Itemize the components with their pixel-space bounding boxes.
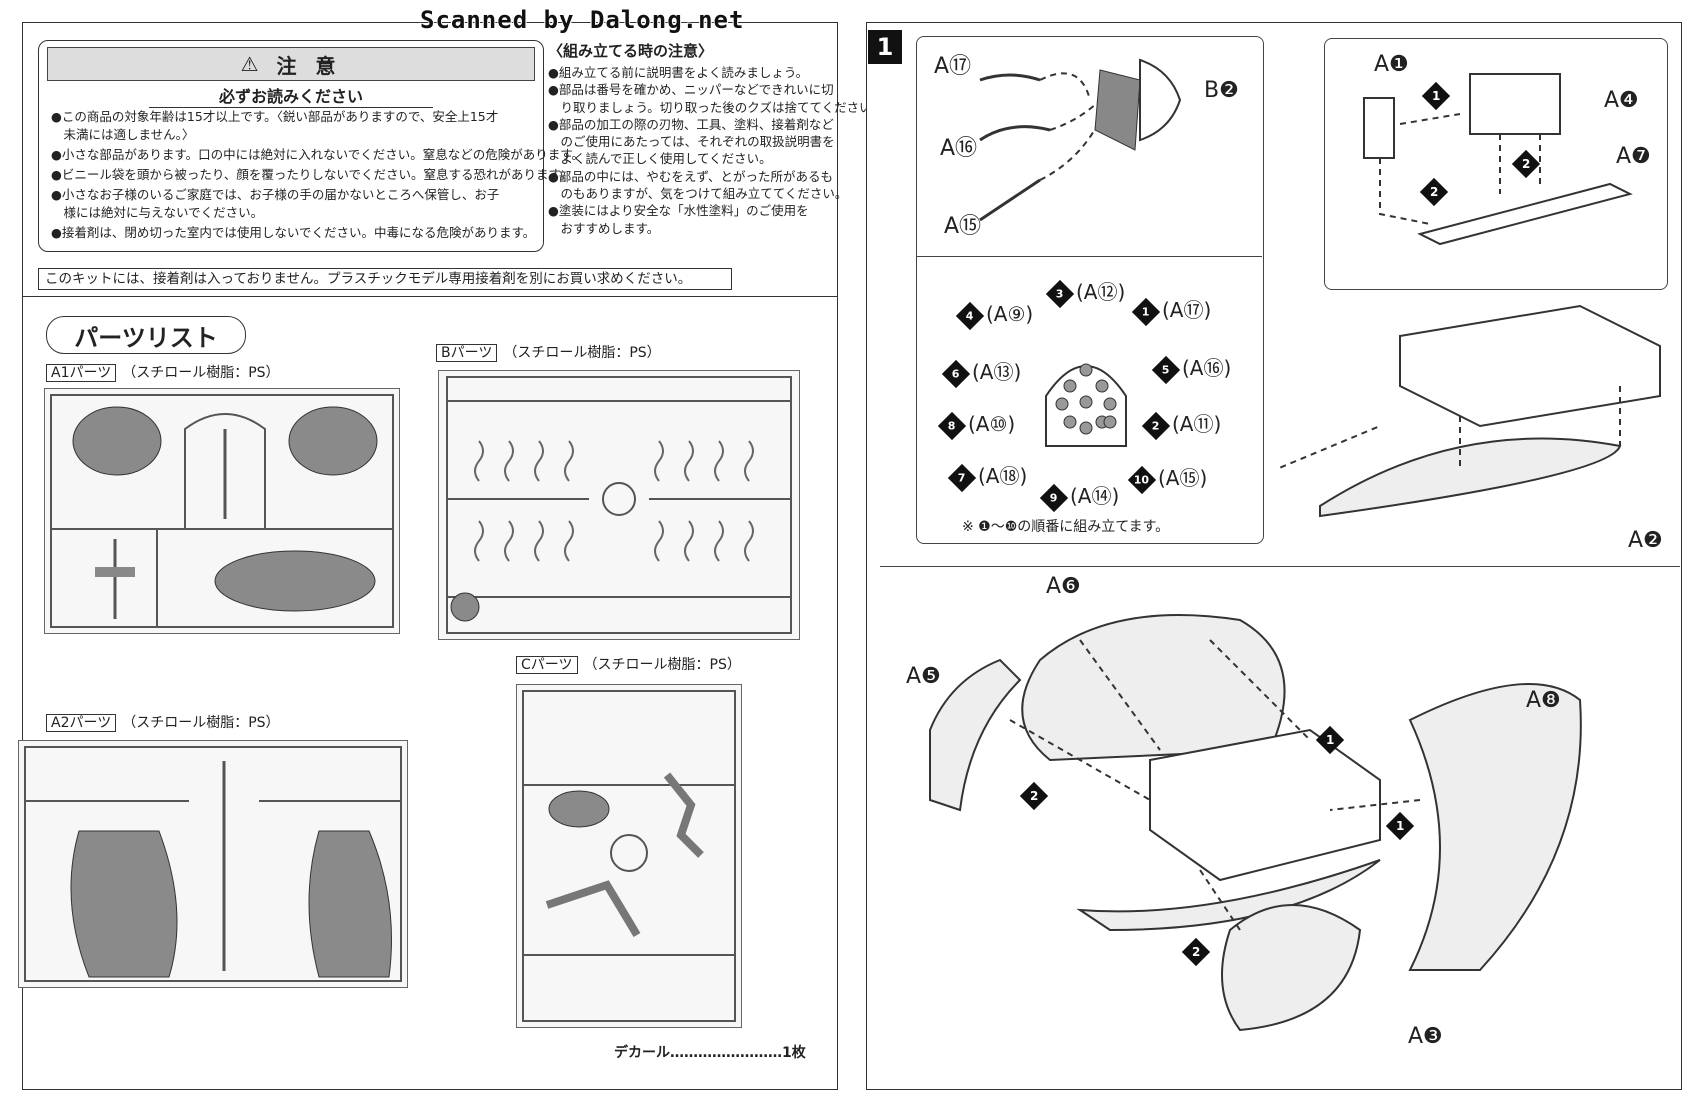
note-line: のもありますが、気をつけて組み立ててください。 bbox=[548, 186, 848, 202]
order-item: 10(A⑮) bbox=[1127, 462, 1207, 494]
section-divider bbox=[22, 296, 838, 297]
runner-a2-drawing bbox=[24, 746, 402, 982]
order-item: 9(A⑭) bbox=[1039, 480, 1119, 512]
runner-label-c: Cパーツ （スチロール樹脂：PS） bbox=[516, 654, 741, 674]
order-mark-icon: 7 bbox=[947, 463, 977, 492]
warning-line: ●小さなお子様のいるご家庭では、お子様の手の届かないところへ保管し、お子 bbox=[51, 187, 500, 202]
runner-a1-drawing bbox=[50, 394, 394, 628]
step-divider bbox=[880, 566, 1680, 567]
warning-triangle-icon: ⚠ bbox=[240, 52, 265, 76]
assembly-notes-title: 〈組み立てる時の注意〉 bbox=[548, 42, 714, 60]
order-item: 5(A⑯) bbox=[1151, 352, 1231, 384]
note-line: ●塗装にはより安全な「水性塗料」のご使用を bbox=[548, 203, 809, 219]
runner-a2 bbox=[18, 740, 408, 988]
order-item: 2(A⑪) bbox=[1141, 408, 1221, 440]
runner-label-a1: A1パーツ （スチロール樹脂：PS） bbox=[46, 362, 280, 382]
note-line: よく読んで正しく使用してください。 bbox=[548, 151, 772, 167]
label-a7: A❼ bbox=[1616, 144, 1651, 169]
order-item: 8(A⑩) bbox=[937, 411, 1015, 440]
label-a3: A❸ bbox=[1408, 1024, 1443, 1049]
warning-line: ●接着剤は、閉め切った室内では使用しないでください。中毒になる危険があります。 bbox=[51, 225, 536, 240]
order-item: 6(A⑬) bbox=[941, 356, 1021, 388]
order-mark-icon: 6 bbox=[941, 359, 971, 388]
label-b2: B❷ bbox=[1204, 78, 1239, 103]
note-line: のご使用にあたっては、それぞれの取扱説明書を bbox=[548, 134, 835, 150]
note-line: り取りましょう。切り取った後のクズは捨ててください。 bbox=[548, 99, 885, 115]
runner-material: （スチロール樹脂：PS） bbox=[122, 715, 280, 731]
order-item: 4(A⑨) bbox=[955, 301, 1033, 330]
order-diagram bbox=[1045, 363, 1127, 447]
label-a1: A❶ bbox=[1374, 52, 1409, 77]
runner-tag: Cパーツ bbox=[516, 656, 578, 674]
warning-line: ●ビニール袋を頭から被ったり、顔を覆ったりしないでください。窒息する恐れがありま… bbox=[51, 167, 573, 182]
runner-b bbox=[438, 370, 800, 640]
order-note: ※ ❶～❿の順番に組み立てます。 bbox=[962, 519, 1170, 535]
label-a2: A❷ bbox=[1628, 528, 1663, 553]
runner-c bbox=[516, 684, 742, 1028]
warning-subtitle: 必ずお読みください bbox=[149, 83, 433, 108]
claw-subassembly-panel bbox=[916, 36, 1264, 544]
order-mark-icon: 9 bbox=[1039, 483, 1069, 512]
claw-drawing bbox=[979, 58, 1182, 222]
warning-line: 様には絶対に与えないでください。 bbox=[51, 205, 264, 220]
order-mark-icon: 8 bbox=[937, 411, 967, 440]
runner-label-b: Bパーツ （スチロール樹脂：PS） bbox=[436, 342, 661, 362]
order-item: 7(A⑱) bbox=[947, 460, 1027, 492]
warning-line: ●小さな部品があります。口の中には絶対に入れないでください。窒息などの危険があり… bbox=[51, 147, 585, 162]
warning-title: 注 意 bbox=[276, 53, 342, 78]
runner-material: （スチロール樹脂：PS） bbox=[503, 345, 661, 361]
runner-label-a2: A2パーツ （スチロール樹脂：PS） bbox=[46, 712, 280, 732]
scan-banner: Scanned by Dalong.net bbox=[420, 6, 745, 34]
order-mark-icon: 1 bbox=[1131, 297, 1161, 326]
body-assembly-drawing bbox=[1280, 304, 1661, 518]
claw-panel-divider bbox=[916, 256, 1262, 257]
runner-a1 bbox=[44, 388, 400, 634]
warning-box: ⚠ 注 意 必ずお読みください ●この商品の対象年齢は15才以上です。〈鋭い部品… bbox=[38, 40, 584, 252]
warning-line: 未満には適しません。〉 bbox=[51, 127, 195, 142]
order-item: 3(A⑫) bbox=[1045, 276, 1125, 308]
label-a17: A⑰ bbox=[934, 54, 972, 79]
runner-tag: A2パーツ bbox=[46, 714, 117, 732]
order-mark-icon: 3 bbox=[1045, 279, 1075, 308]
final-assembly-drawing bbox=[929, 614, 1582, 1032]
note-line: ●部品は番号を確かめ、ニッパーなどできれいに切 bbox=[548, 82, 834, 98]
warning-header: ⚠ 注 意 bbox=[47, 47, 535, 81]
note-line: ●組み立てる前に説明書をよく読みましょう。 bbox=[548, 65, 809, 80]
note-line: ●部品の中には、やむをえず、とがった所があるも bbox=[548, 168, 834, 184]
step-number: 1 bbox=[868, 30, 902, 64]
runner-tag: A1パーツ bbox=[46, 364, 117, 382]
runner-c-drawing bbox=[522, 690, 736, 1022]
runner-tag: Bパーツ bbox=[436, 344, 498, 362]
order-mark-icon: 4 bbox=[955, 301, 985, 330]
assembly-notes: 〈組み立てる時の注意〉 ●組み立てる前に説明書をよく読みましょう。 ●部品は番号… bbox=[548, 40, 885, 237]
order-mark-icon: 10 bbox=[1127, 465, 1157, 494]
frame-subassembly-drawing bbox=[1363, 73, 1633, 246]
label-a15: A⑮ bbox=[944, 214, 982, 239]
warning-line: ●この商品の対象年齢は15才以上です。〈鋭い部品がありますので、安全上15才 bbox=[51, 109, 499, 124]
note-line: ●部品の加工の際の刃物、工具、塗料、接着剤など bbox=[548, 116, 834, 132]
decal-count: デカール……………………1枚 bbox=[614, 1045, 806, 1061]
runner-b-drawing bbox=[446, 376, 792, 634]
parts-list-title: パーツリスト bbox=[46, 316, 246, 354]
runner-material: （スチロール樹脂：PS） bbox=[122, 365, 280, 381]
label-a4: A❹ bbox=[1604, 88, 1639, 113]
order-item: 1(A⑰) bbox=[1131, 294, 1211, 326]
order-mark-icon: 2 bbox=[1141, 411, 1171, 440]
label-a16: A⑯ bbox=[940, 136, 978, 161]
note-line: おすすめします。 bbox=[548, 220, 660, 236]
label-a6: A❻ bbox=[1046, 574, 1081, 599]
label-a5: A❺ bbox=[906, 664, 941, 689]
runner-material: （スチロール樹脂：PS） bbox=[583, 657, 741, 673]
order-mark-icon: 5 bbox=[1151, 355, 1181, 384]
label-a8: A❽ bbox=[1526, 688, 1561, 713]
glue-notice: このキットには、接着剤は入っておりません。プラスチックモデル専用接着剤を別にお買… bbox=[38, 268, 732, 290]
